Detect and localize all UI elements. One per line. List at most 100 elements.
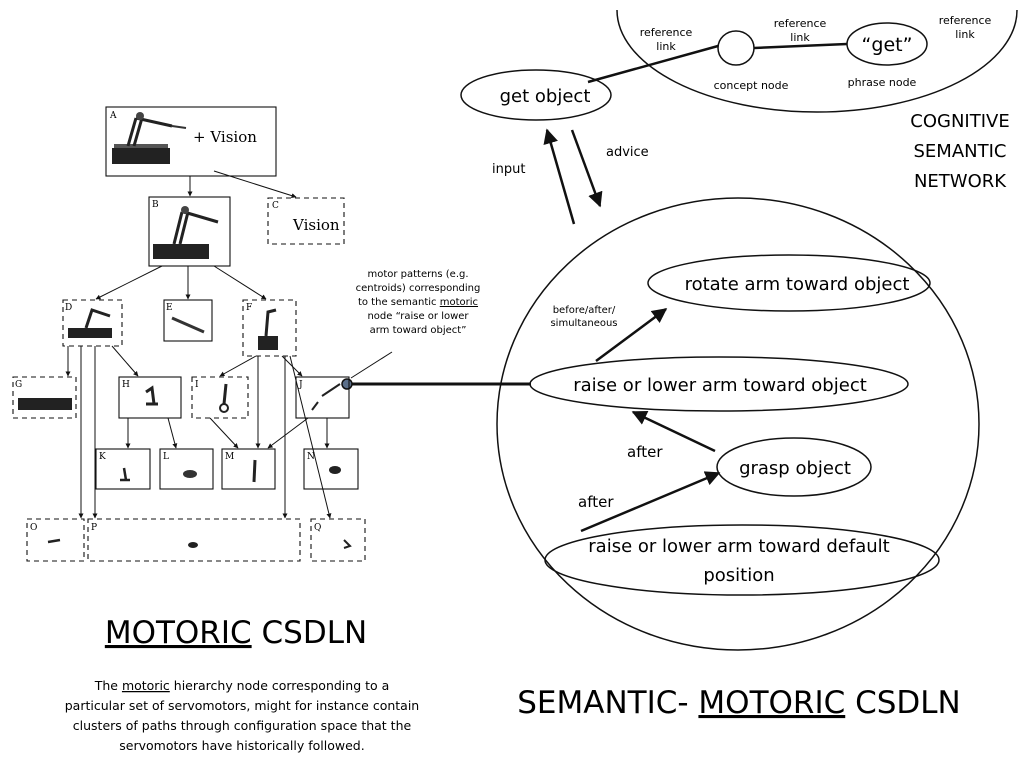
- get-object-label: get object: [500, 86, 591, 107]
- node-m-letter: M: [225, 452, 234, 462]
- input-arrow: [543, 128, 576, 225]
- hierarchy-edges: [65, 170, 332, 519]
- default-position-label: position: [703, 565, 774, 586]
- joint-icon: [222, 383, 228, 405]
- arm-segment-icon: [311, 383, 341, 411]
- node-p: [87, 518, 301, 562]
- rotate-arm-label: rotate arm toward object: [685, 274, 910, 295]
- node-q: [310, 518, 366, 562]
- arm-segment-icon: [171, 316, 205, 334]
- node-j: [295, 376, 350, 419]
- node-l-letter: L: [163, 452, 169, 462]
- node-o-letter: O: [30, 523, 37, 533]
- after-label: after: [627, 443, 663, 461]
- link-anchor-dot: [341, 378, 353, 390]
- path-cluster-icon: [188, 542, 198, 548]
- raise-lower-arm-label: raise or lower arm toward object: [573, 375, 867, 396]
- node-a-letter: A: [109, 111, 117, 121]
- node-m: [221, 448, 276, 490]
- node-f-letter: F: [246, 303, 252, 313]
- path-cluster-icon: [343, 539, 352, 549]
- robot-arm-icon: [68, 308, 112, 338]
- order-arrow: [595, 307, 668, 363]
- node-h: [118, 376, 182, 419]
- advice-label: advice: [606, 145, 649, 160]
- node-o: [26, 518, 85, 562]
- joint-circle: [219, 403, 229, 413]
- node-c-vision: Vision: [292, 216, 340, 234]
- cognitive-network-boundary: [616, 9, 1018, 113]
- node-e: [163, 299, 213, 342]
- joint-icon: [252, 459, 257, 483]
- reference-link-label: reference: [939, 14, 992, 27]
- get-object-node: [460, 69, 612, 121]
- reference-link-line: [753, 42, 848, 50]
- reference-link-label: link: [955, 28, 975, 41]
- semantic-motoric-boundary: [496, 197, 980, 651]
- node-d: [62, 299, 123, 347]
- motoric-hierarchy: A + Vision B C Vision D E: [12, 106, 366, 562]
- node-i-letter: I: [195, 380, 199, 390]
- node-d-letter: D: [65, 303, 72, 313]
- node-k: [95, 448, 151, 490]
- node-a-vision: + Vision: [193, 128, 257, 146]
- node-n: [303, 448, 359, 490]
- reference-link-line: [587, 44, 719, 84]
- network-title-line: SEMANTIC: [914, 141, 1007, 162]
- phrase-node-label: phrase node: [848, 76, 917, 89]
- node-n-letter: N: [307, 452, 315, 462]
- grasp-object-node: [716, 437, 872, 497]
- semantic-motoric-title: SEMANTIC- MOTORIC CSDLN: [517, 685, 961, 721]
- reference-link-label: reference: [640, 26, 693, 39]
- path-cluster-icon: [47, 538, 61, 544]
- node-l: [159, 448, 214, 490]
- robot-arm-icon: [258, 308, 278, 350]
- phrase-node-label: “get”: [862, 34, 913, 56]
- motoric-csdln-title: MOTORIC CSDLN: [105, 615, 367, 651]
- joint-icon: [183, 470, 197, 478]
- network-title-line: NETWORK: [914, 171, 1007, 192]
- node-c: [267, 197, 345, 245]
- robot-arm-icon: [112, 112, 187, 164]
- robot-base-icon: [18, 398, 72, 410]
- reference-link-label: link: [656, 40, 676, 53]
- input-label: input: [492, 162, 525, 177]
- advice-arrow: [570, 129, 603, 208]
- grasp-object-label: grasp object: [739, 458, 851, 479]
- order-label: simultaneous: [550, 318, 617, 329]
- concept-node-label: concept node: [714, 79, 789, 92]
- rotate-arm-node: [647, 254, 931, 312]
- node-g-letter: G: [15, 380, 22, 390]
- annotation-text: arm toward object”: [370, 325, 467, 336]
- after-arrow: [580, 471, 721, 533]
- reference-link-label: reference: [774, 17, 827, 30]
- default-position-label: raise or lower arm toward default: [588, 536, 889, 557]
- node-c-letter: C: [272, 201, 279, 211]
- node-q-letter: Q: [314, 523, 321, 533]
- node-e-letter: E: [166, 303, 173, 313]
- joint-icon: [329, 466, 341, 474]
- reference-link-label: link: [790, 31, 810, 44]
- node-b: [148, 196, 231, 267]
- order-label: before/after/: [553, 305, 616, 316]
- annotation-text: to the semantic motoric: [358, 297, 478, 308]
- node-j-letter: J: [298, 380, 303, 390]
- default-position-node: [544, 524, 940, 596]
- concept-node: [717, 30, 755, 66]
- joint-icon: [120, 467, 130, 482]
- annotation-text: centroids) corresponding: [356, 283, 481, 294]
- after-label: after: [578, 493, 614, 511]
- node-b-letter: B: [152, 200, 159, 210]
- node-k-letter: K: [99, 452, 106, 462]
- annotation-text: node “raise or lower: [367, 311, 469, 322]
- caption-line: servomotors have historically followed.: [119, 738, 364, 753]
- annotation-text: motor patterns (e.g.: [367, 269, 468, 280]
- node-i: [191, 376, 249, 419]
- caption-line: particular set of servomotors, might for…: [65, 698, 419, 713]
- node-p-letter: P: [91, 523, 97, 533]
- node-a: [105, 106, 277, 177]
- after-arrow: [631, 410, 716, 453]
- node-h-letter: H: [122, 380, 130, 390]
- caption-line: clusters of paths through configuration …: [73, 718, 412, 733]
